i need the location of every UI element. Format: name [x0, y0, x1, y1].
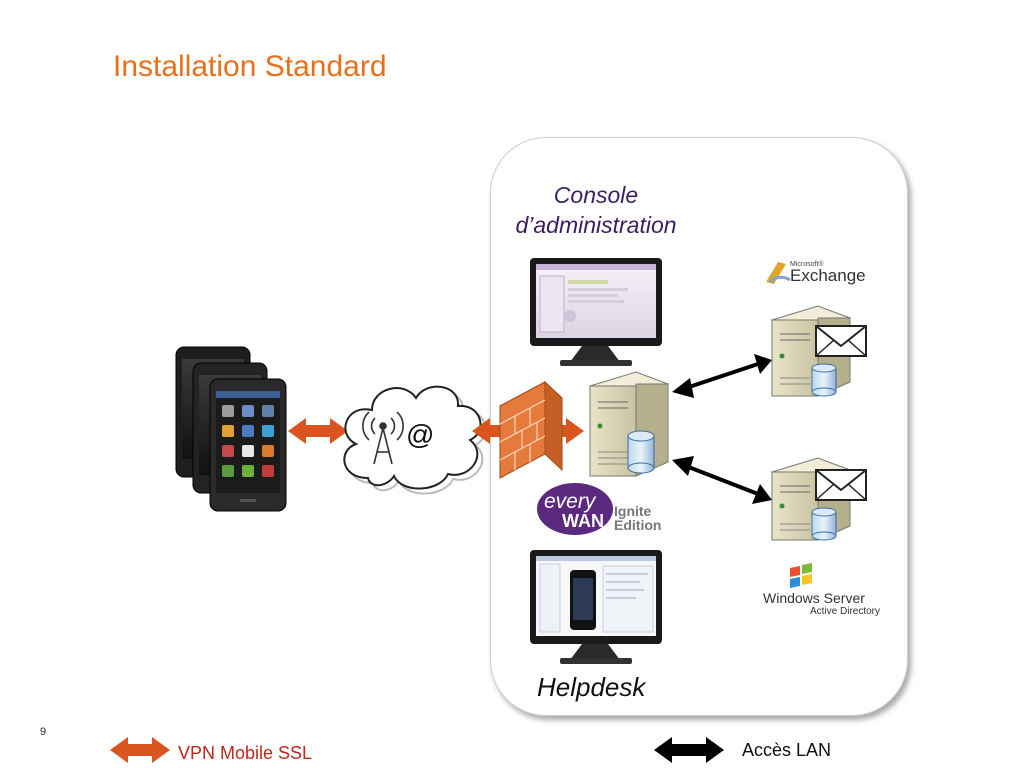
vpn-legend-arrow [110, 737, 170, 763]
active-directory-server-icon [770, 457, 852, 541]
mail-envelope-icon [815, 469, 867, 501]
exchange-logo-main: Exchange [790, 266, 866, 285]
everywan-logo-line1: every [544, 490, 597, 513]
console-monitor-icon [530, 258, 662, 366]
mail-envelope-icon [815, 325, 867, 357]
vpn-legend-label: VPN Mobile SSL [178, 743, 313, 763]
console-label-line2: d’administration [515, 212, 677, 238]
console-label: Console d’administration [490, 180, 702, 240]
antenna-icon [362, 411, 404, 465]
exchange-swoosh-icon [766, 262, 791, 284]
page-number: 9 [40, 726, 47, 738]
internet-cloud-icon [343, 385, 487, 495]
mobile-phones-icon [175, 346, 287, 512]
everywan-logo: every WAN Ignite Edition [537, 483, 661, 535]
at-symbol: @ [406, 419, 434, 450]
windows-flag-icon [790, 563, 812, 588]
lan-arrow-exchange [672, 354, 772, 398]
ignite-edition-line1: Ignite [614, 503, 652, 519]
exchange-logo-small: Microsoft® [790, 260, 824, 268]
firewall-icon [499, 380, 563, 479]
windows-server-logo-main: Windows Server [763, 590, 865, 606]
helpdesk-label: Helpdesk [537, 672, 646, 702]
vpn-arrow-phones-cloud [288, 418, 348, 444]
lan-legend-label: Accès LAN [742, 740, 832, 760]
main-server-icon [588, 371, 670, 477]
lan-arrow-active-directory [672, 456, 772, 504]
ignite-edition-line2: Edition [614, 517, 661, 533]
everywan-logo-line2: WAN [562, 511, 604, 531]
slide-title: Installation Standard [113, 50, 387, 83]
lan-legend-arrow [654, 737, 724, 763]
windows-server-logo: Windows Server Active Directory [763, 563, 880, 617]
console-label-line1: Console [553, 182, 639, 208]
helpdesk-monitor-icon [530, 550, 662, 664]
microsoft-exchange-logo: Microsoft® Exchange [766, 260, 866, 285]
windows-server-logo-sub: Active Directory [810, 606, 880, 617]
